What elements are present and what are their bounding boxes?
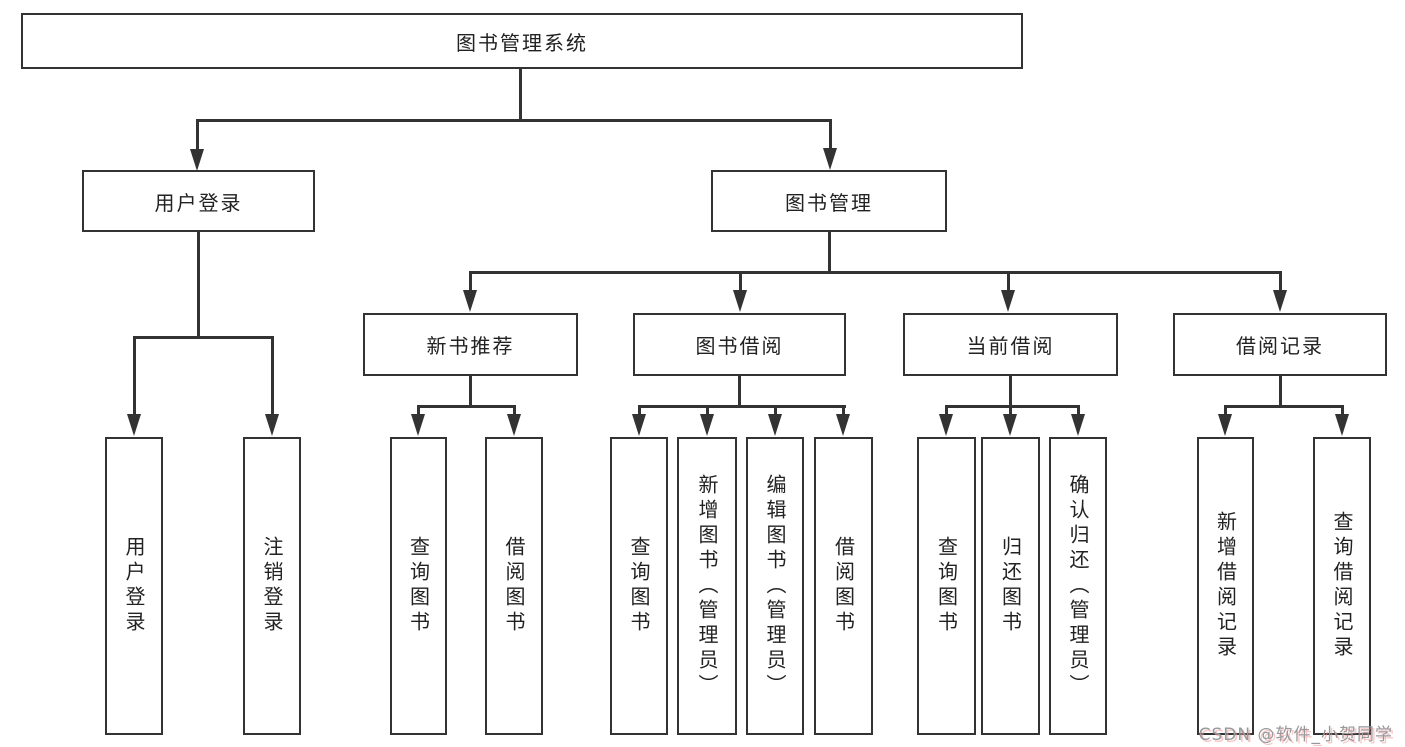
arrowhead-down-icon (836, 414, 850, 436)
leaf-label: 用户登录 (122, 536, 146, 636)
arrowhead-down-icon (939, 414, 953, 436)
leaf-label: 归还图书 (998, 536, 1023, 636)
node-library-management-system: 图书管理系统 (21, 13, 1023, 69)
connector-drop (1009, 405, 1012, 415)
arrowhead-down-icon (462, 290, 477, 312)
connector-user-login-drop (196, 232, 200, 338)
connector-borrowing-records-drop (1278, 376, 1282, 408)
leaf-label: 查询借阅记录 (1330, 511, 1354, 661)
arrowhead-down-icon (1334, 414, 1349, 436)
connector-drop-leaf-logout (270, 336, 274, 414)
arrowhead-down-icon (1000, 290, 1015, 312)
arrowhead-down-icon (1272, 290, 1287, 312)
leaf-query-books-recommend: 查询图书 (390, 437, 447, 735)
arrowhead-down-icon (189, 149, 204, 171)
connector-root-trunk (518, 69, 522, 120)
connector-book-borrowing-drop (738, 376, 741, 408)
node-label: 图书借阅 (695, 334, 784, 358)
connector-drop (945, 405, 948, 415)
arrowhead-down-icon (1070, 414, 1085, 436)
leaf-label: 编辑图书（管理员） (763, 473, 787, 699)
leaf-label: 新增图书（管理员） (695, 473, 719, 699)
leaf-add-borrowing-record: 新增借阅记录 (1197, 437, 1254, 735)
leaf-add-books-admin: 新增图书（管理员） (677, 437, 737, 735)
leaf-return-books: 归还图书 (981, 437, 1040, 735)
leaf-label: 新增借阅记录 (1213, 511, 1238, 661)
connector-drop (512, 405, 516, 415)
arrowhead-down-icon (411, 414, 425, 436)
node-current-borrowing: 当前借阅 (903, 313, 1118, 376)
leaf-query-books-current: 查询图书 (917, 437, 976, 735)
node-user-login: 用户登录 (82, 170, 315, 232)
connector-level2-horizontal (468, 271, 1282, 274)
connector-borrowing-records-horizontal (1224, 405, 1343, 408)
connector-drop (1076, 405, 1080, 415)
connector-user-login-horizontal (132, 336, 274, 339)
connector-book-management-drop (827, 232, 831, 271)
arrowhead-down-icon (631, 414, 646, 436)
node-new-book-recommendation: 新书推荐 (363, 313, 578, 376)
connector-drop (637, 405, 641, 415)
leaf-logout: 注销登录 (243, 437, 301, 735)
leaf-borrow-books: 借阅图书 (814, 437, 873, 735)
node-label: 借阅记录 (1236, 334, 1324, 358)
connector-current-borrowing-horizontal (945, 405, 1080, 408)
connector-drop (705, 405, 709, 415)
leaf-confirm-return-admin: 确认归还（管理员） (1049, 437, 1107, 735)
connector-new-book-drop (469, 376, 472, 408)
connector-stub-new-book (468, 271, 472, 292)
node-label: 图书管理 (785, 190, 873, 215)
leaf-label: 确认归还（管理员） (1066, 473, 1090, 699)
leaf-label: 查询图书 (406, 536, 431, 636)
connector-drop (773, 405, 777, 415)
arrowhead-down-icon (699, 414, 714, 436)
connector-stub-current-borrowing (1006, 271, 1010, 292)
connector-drop-leaf-user-login (132, 336, 136, 414)
connector-new-book-horizontal (417, 405, 516, 408)
leaf-label: 注销登录 (260, 536, 284, 636)
arrowhead-down-icon (1218, 414, 1232, 436)
connector-drop (1340, 405, 1344, 415)
csdn-watermark: CSDN @软件_小贺同学 (1198, 725, 1393, 745)
connector-stub-user-login (195, 119, 199, 151)
connector-drop (1224, 405, 1227, 415)
node-label: 当前借阅 (966, 334, 1055, 358)
connector-current-borrowing-drop (1009, 376, 1012, 408)
arrowhead-down-icon (732, 290, 747, 312)
connector-book-borrowing-horizontal (637, 405, 846, 408)
leaf-borrow-books-recommend: 借阅图书 (485, 437, 543, 735)
node-label: 用户登录 (154, 190, 243, 215)
arrowhead-down-icon (264, 414, 279, 436)
arrowhead-down-icon (126, 414, 141, 436)
arrowhead-down-icon (1003, 414, 1017, 436)
node-label: 图书管理系统 (456, 30, 588, 55)
leaf-label: 查询图书 (627, 536, 651, 636)
leaf-label: 借阅图书 (502, 536, 526, 636)
connector-drop (417, 405, 420, 415)
node-book-borrowing: 图书借阅 (633, 313, 846, 376)
node-label: 新书推荐 (426, 334, 515, 358)
connector-level1-horizontal (195, 119, 832, 122)
node-book-management: 图书管理 (711, 170, 947, 232)
connector-stub-book-management (828, 119, 832, 151)
leaf-label: 查询图书 (934, 536, 959, 636)
leaf-query-borrowing-record: 查询借阅记录 (1313, 437, 1371, 735)
arrowhead-down-icon (822, 148, 837, 170)
arrowhead-down-icon (506, 414, 521, 436)
arrowhead-down-icon (767, 414, 782, 436)
leaf-edit-books-admin: 编辑图书（管理员） (746, 437, 804, 735)
leaf-user-login: 用户登录 (105, 437, 163, 735)
connector-stub-borrowing-records (1278, 271, 1282, 292)
leaf-query-books-borrowing: 查询图书 (610, 437, 668, 735)
connector-drop (842, 405, 845, 415)
connector-stub-book-borrowing (738, 271, 742, 292)
leaf-label: 借阅图书 (831, 536, 856, 636)
node-borrowing-records: 借阅记录 (1173, 313, 1387, 376)
